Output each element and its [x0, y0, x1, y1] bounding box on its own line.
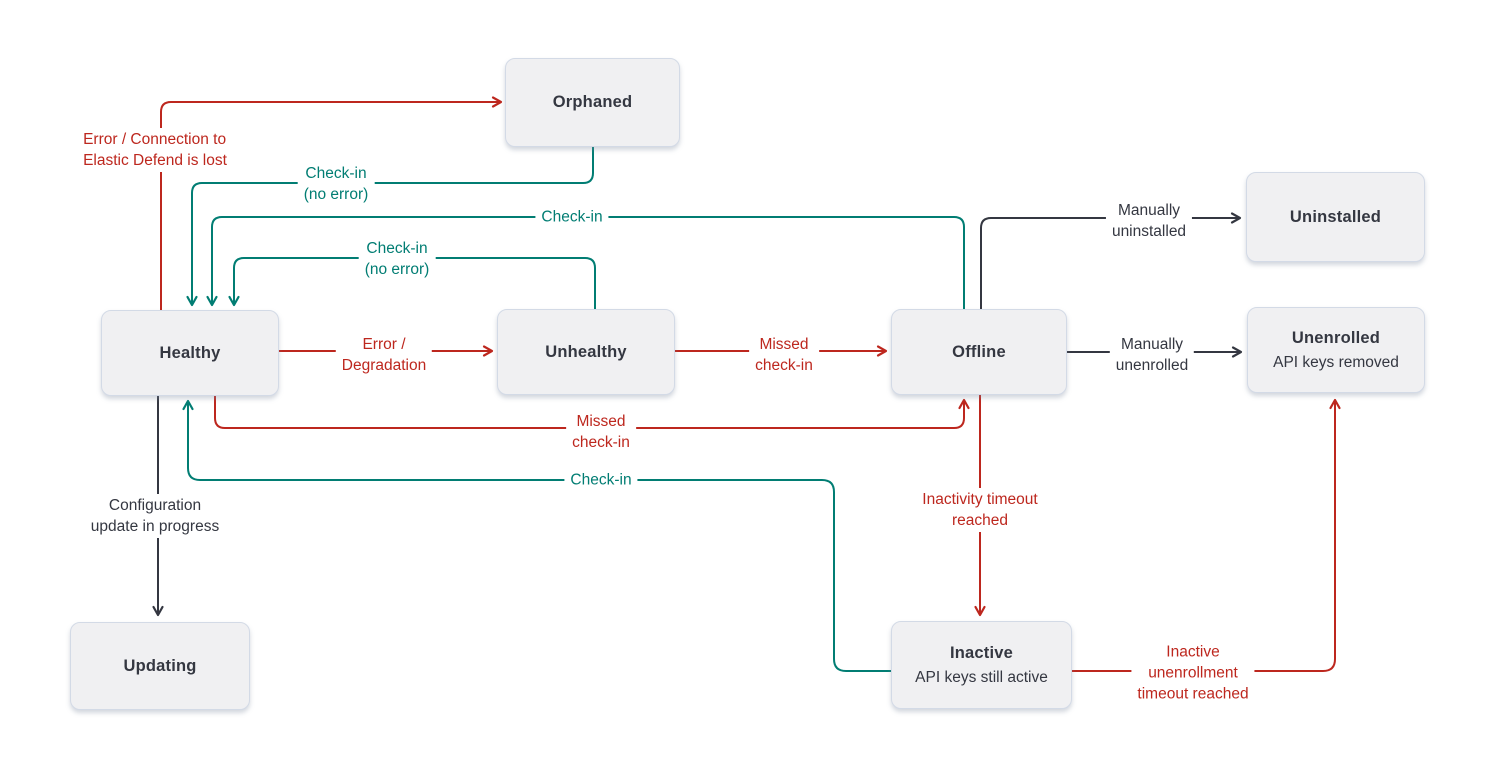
edge-label-unhealthy-to-healthy: Check-in (no error): [358, 237, 436, 281]
node-title: Offline: [952, 342, 1006, 361]
edge-label-inactive-to-unenrolled: Inactive unenrollment timeout reached: [1131, 640, 1255, 706]
state-node-healthy: Healthy: [101, 310, 279, 396]
edge-label-offline-to-inactive: Inactivity timeout reached: [916, 488, 1044, 532]
edge-label-offline-to-uninstalled: Manually uninstalled: [1105, 199, 1193, 243]
edge-label-offline-to-healthy: Check-in: [535, 205, 609, 229]
node-title: Inactive: [949, 643, 1014, 662]
arrow-inactive-to-unenrolled: [1072, 398, 1341, 672]
state-node-orphaned: Orphaned: [505, 58, 680, 147]
edge-label-healthy-to-updating: Configuration update in progress: [84, 494, 226, 538]
node-subtitle: API keys removed: [1273, 353, 1399, 371]
state-node-uninstalled: Uninstalled: [1246, 172, 1425, 262]
state-node-unenrolled: Unenrolled API keys removed: [1247, 307, 1425, 393]
node-subtitle: API keys still active: [915, 668, 1048, 686]
node-title: Unhealthy: [545, 342, 627, 361]
edge-label-inactive-to-healthy: Check-in: [564, 468, 638, 492]
state-node-inactive: Inactive API keys still active: [891, 621, 1072, 709]
edge-label-healthy-to-orphaned: Error / Connection to Elastic Defend is …: [77, 128, 233, 172]
state-node-unhealthy: Unhealthy: [497, 309, 675, 395]
arrow-offline-to-healthy: [206, 216, 965, 309]
node-title: Orphaned: [552, 93, 633, 111]
node-title: Unenrolled: [1291, 328, 1381, 347]
edge-label-healthy-to-offline: Missed check-in: [566, 410, 636, 454]
arrow-offline-to-uninstalled: [980, 212, 1242, 309]
edge-label-orphaned-to-healthy: Check-in (no error): [297, 162, 375, 206]
edge-label-offline-to-unenrolled: Manually unenrolled: [1109, 333, 1195, 377]
node-title: Healthy: [159, 343, 221, 362]
edge-label-unhealthy-to-offline: Missed check-in: [749, 333, 819, 377]
state-node-offline: Offline: [891, 309, 1067, 395]
node-title: Updating: [123, 656, 197, 675]
edge-label-healthy-to-unhealthy: Error / Degradation: [335, 333, 433, 377]
arrow-healthy-to-orphaned: [160, 96, 503, 310]
arrow-orphaned-to-healthy: [186, 147, 594, 307]
arrow-inactive-to-healthy: [182, 399, 891, 672]
state-node-updating: Updating: [70, 622, 250, 710]
node-title: Uninstalled: [1289, 207, 1382, 226]
